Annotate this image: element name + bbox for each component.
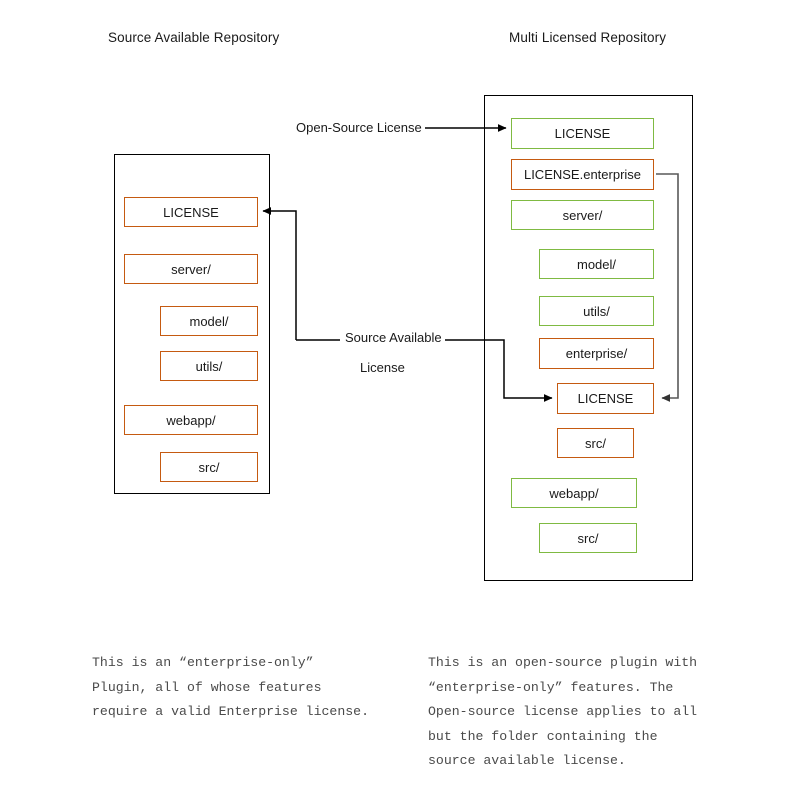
right-repo-title: Multi Licensed Repository (509, 30, 667, 45)
right-item-model[interactable]: model/ (539, 249, 654, 279)
right-item-enterprise[interactable]: enterprise/ (539, 338, 654, 369)
left-item-server[interactable]: server/ (124, 254, 258, 284)
right-item-enterprise-src[interactable]: src/ (557, 428, 634, 458)
label-open-source-license: Open-Source License (293, 120, 425, 135)
right-item-webapp-src[interactable]: src/ (539, 523, 637, 553)
right-item-utils[interactable]: utils/ (539, 296, 654, 326)
right-item-license-oss[interactable]: LICENSE (511, 118, 654, 149)
right-item-license-enterprise[interactable]: LICENSE.enterprise (511, 159, 654, 190)
right-item-license-source-available[interactable]: LICENSE (557, 383, 654, 414)
left-repo-title: Source Available Repository (108, 30, 280, 45)
right-item-webapp[interactable]: webapp/ (511, 478, 637, 508)
left-item-license[interactable]: LICENSE (124, 197, 258, 227)
right-repo-container (484, 95, 693, 581)
label-source-available-line2: License (357, 360, 408, 375)
right-caption: This is an open-source plugin with “ente… (428, 655, 698, 768)
left-item-webapp[interactable]: webapp/ (124, 405, 258, 435)
left-item-model[interactable]: model/ (160, 306, 258, 336)
label-source-available-line1: Source Available (342, 330, 445, 345)
left-caption: This is an “enterprise-only” Plugin, all… (92, 655, 369, 719)
left-item-utils[interactable]: utils/ (160, 351, 258, 381)
left-item-src[interactable]: src/ (160, 452, 258, 482)
right-item-server[interactable]: server/ (511, 200, 654, 230)
